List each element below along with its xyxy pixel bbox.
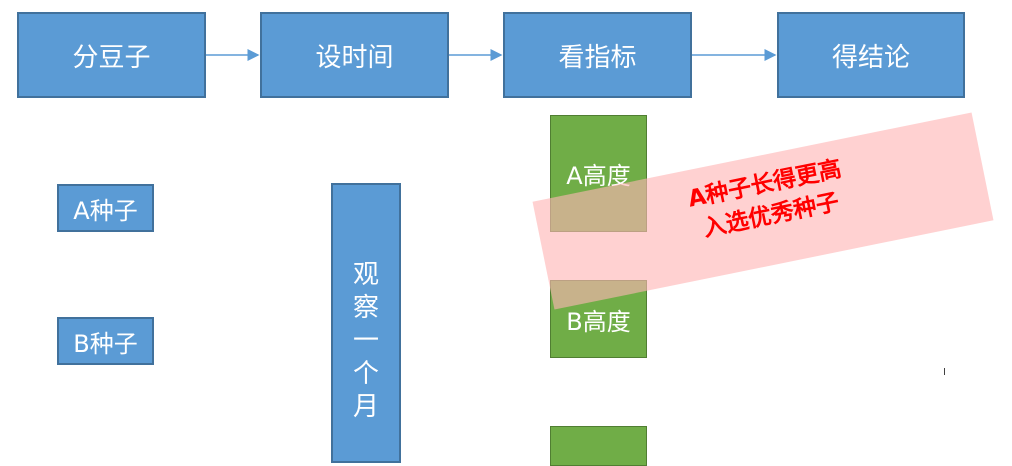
seed-label: B种子 xyxy=(73,329,138,358)
seed-b-box: B种子 xyxy=(57,317,154,365)
flow-arrows xyxy=(206,49,777,61)
step-label: 设时间 xyxy=(315,42,394,73)
observe-char: 一 xyxy=(352,326,379,356)
metric-label: B高度 xyxy=(566,307,631,336)
observe-char: 月 xyxy=(352,392,379,422)
small-tick-mark xyxy=(944,368,945,375)
observe-one-month-box: 观 察 一 个 月 xyxy=(331,183,401,463)
step-split-beans: 分豆子 xyxy=(17,12,206,98)
seed-label: A种子 xyxy=(73,196,138,225)
observe-char: 察 xyxy=(352,293,379,323)
step-label: 看指标 xyxy=(558,42,637,73)
observe-char: 观 xyxy=(352,260,379,290)
step-check-metric: 看指标 xyxy=(503,12,692,98)
step-set-time: 设时间 xyxy=(260,12,449,98)
step-label: 分豆子 xyxy=(72,42,151,73)
seed-a-box: A种子 xyxy=(57,184,154,232)
observe-char: 个 xyxy=(352,359,379,389)
step-conclusion: 得结论 xyxy=(777,12,965,98)
metric-third xyxy=(550,426,647,466)
step-label: 得结论 xyxy=(831,42,910,73)
